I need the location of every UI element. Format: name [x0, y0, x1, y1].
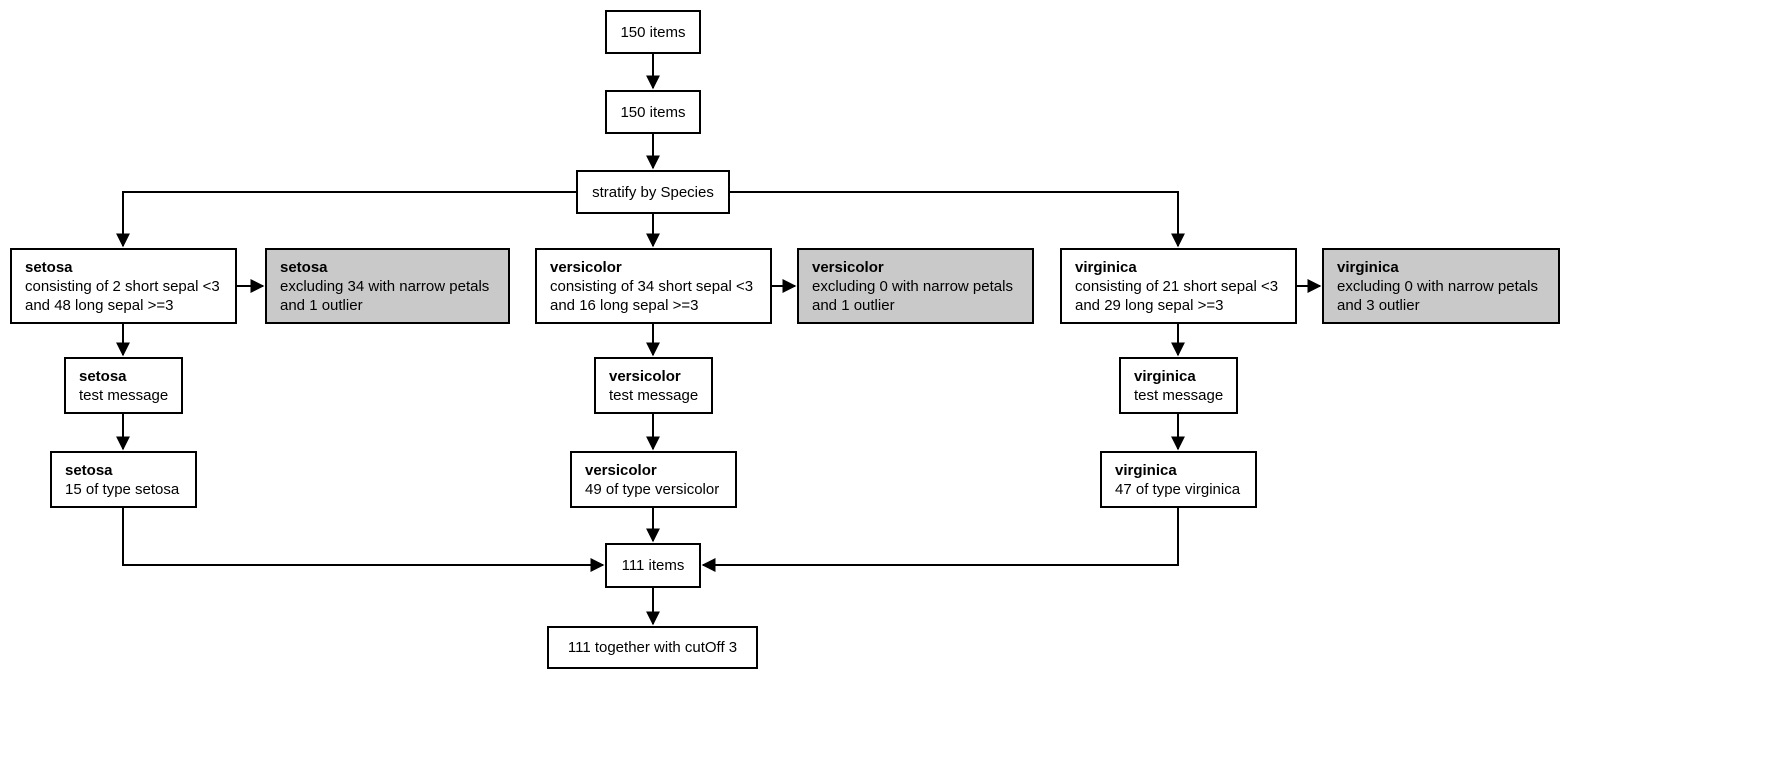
node-versicolor-consist-line2: and 16 long sepal >=3 — [550, 296, 699, 314]
node-versicolor-excluded: versicolor excluding 0 with narrow petal… — [797, 248, 1034, 324]
node-virginica-test-title: virginica — [1134, 367, 1196, 385]
node-stratify-label: stratify by Species — [592, 183, 714, 201]
node-setosa-test: setosa test message — [64, 357, 183, 414]
node-combined-label: 111 items — [621, 557, 685, 574]
node-setosa-consist-line2: and 48 long sepal >=3 — [25, 296, 174, 314]
node-virginica-test: virginica test message — [1119, 357, 1238, 414]
node-combined-count: 111 items — [605, 543, 701, 588]
node-virginica-typed-line1: 47 of type virginica — [1115, 480, 1241, 498]
arrow-setosa-type-to-combined — [122, 508, 605, 572]
node-versicolor-excluded-line2: and 1 outlier — [812, 296, 895, 314]
node-virginica-consist: virginica consisting of 21 short sepal <… — [1060, 248, 1297, 324]
node-setosa-excluded-title: setosa — [280, 258, 328, 276]
node-setosa-consist-line1: consisting of 2 short sepal <3 — [25, 277, 220, 295]
node-versicolor-consist-line1: consisting of 34 short sepal <3 — [550, 277, 754, 295]
node-loaded-label: 150 items — [620, 103, 686, 121]
node-source-count: 150 items — [605, 10, 701, 54]
node-virginica-test-line1: test message — [1134, 386, 1224, 404]
node-versicolor-excluded-line1: excluding 0 with narrow petals — [812, 277, 1013, 295]
node-virginica-consist-line1: consisting of 21 short sepal <3 — [1075, 277, 1279, 295]
node-virginica-excluded-title: virginica — [1337, 258, 1399, 276]
arrow-virginica-type-to-combined — [701, 508, 1179, 572]
node-setosa-consist-title: setosa — [25, 258, 73, 276]
node-setosa-typed: setosa 15 of type setosa — [50, 451, 197, 508]
node-versicolor-consist-title: versicolor — [550, 258, 622, 276]
node-versicolor-typed-line1: 49 of type versicolor — [585, 480, 720, 498]
node-setosa-excluded: setosa excluding 34 with narrow petals a… — [265, 248, 510, 324]
node-versicolor-excluded-title: versicolor — [812, 258, 884, 276]
node-loaded-count: 150 items — [605, 90, 701, 134]
node-virginica-consist-title: virginica — [1075, 258, 1137, 276]
node-setosa-typed-line1: 15 of type setosa — [65, 480, 180, 498]
node-virginica-excluded-line1: excluding 0 with narrow petals — [1337, 277, 1538, 295]
node-virginica-typed: virginica 47 of type virginica — [1100, 451, 1257, 508]
node-cutoff-label: 111 together with cutOff 3 — [567, 639, 738, 656]
node-stratify: stratify by Species — [576, 170, 730, 214]
node-versicolor-test-line1: test message — [609, 386, 699, 404]
node-versicolor-test-title: versicolor — [609, 367, 681, 385]
node-setosa-excluded-line2: and 1 outlier — [280, 296, 363, 314]
node-setosa-test-title: setosa — [79, 367, 127, 385]
node-setosa-typed-title: setosa — [65, 461, 113, 479]
node-setosa-excluded-line1: excluding 34 with narrow petals — [280, 277, 490, 295]
node-source-label: 150 items — [620, 23, 686, 41]
node-cutoff: 111 together with cutOff 3 — [547, 626, 758, 669]
node-virginica-consist-line2: and 29 long sepal >=3 — [1075, 296, 1224, 314]
node-virginica-typed-title: virginica — [1115, 461, 1177, 479]
node-versicolor-consist: versicolor consisting of 34 short sepal … — [535, 248, 772, 324]
arrow-stratify-to-setosa — [116, 191, 576, 248]
node-versicolor-test: versicolor test message — [594, 357, 713, 414]
node-setosa-test-line1: test message — [79, 386, 169, 404]
node-virginica-excluded: virginica excluding 0 with narrow petals… — [1322, 248, 1560, 324]
node-setosa-consist: setosa consisting of 2 short sepal <3 an… — [10, 248, 237, 324]
node-versicolor-typed-title: versicolor — [585, 461, 657, 479]
arrow-stratify-to-virginica — [730, 191, 1185, 248]
node-virginica-excluded-line2: and 3 outlier — [1337, 296, 1420, 314]
node-versicolor-typed: versicolor 49 of type versicolor — [570, 451, 737, 508]
